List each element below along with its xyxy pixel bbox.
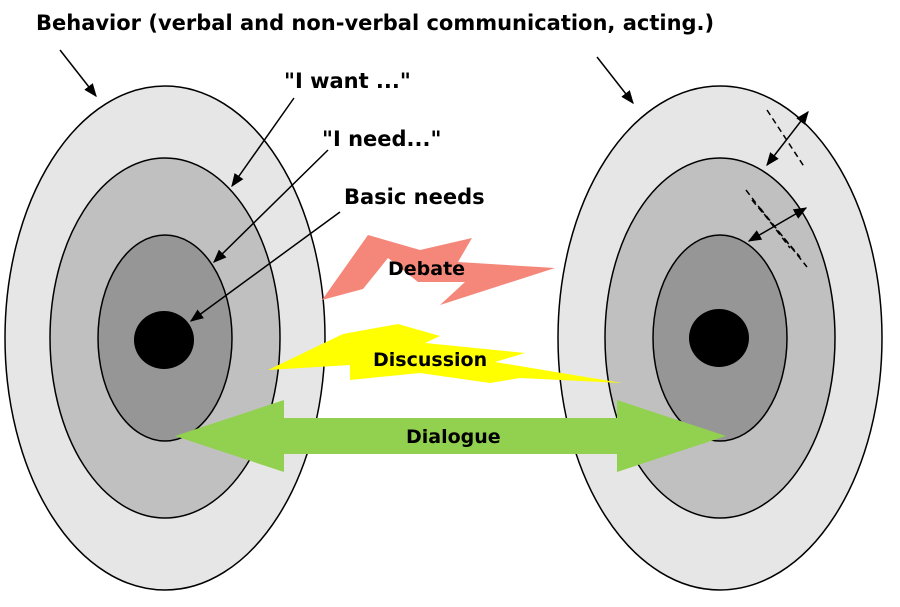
inner-gap-arrow	[747, 207, 808, 242]
dialogue-label: Dialogue	[406, 426, 501, 448]
discussion-label: Discussion	[373, 349, 487, 371]
want-pointer	[231, 97, 295, 188]
basic-needs-label: Basic needs	[344, 185, 485, 209]
dialogue-arrow	[175, 400, 726, 472]
debate-bolt	[322, 235, 555, 305]
right-layer-marks	[745, 109, 809, 268]
right-core	[689, 309, 749, 367]
want-label: "I want ..."	[284, 69, 411, 93]
need-label: "I need..."	[322, 127, 441, 151]
left-person	[4, 85, 326, 591]
behavior-label: Behavior (verbal and non-verbal communic…	[36, 11, 714, 35]
debate-label: Debate	[388, 258, 465, 280]
left-core	[134, 311, 194, 369]
right-person	[557, 85, 883, 591]
need-pointer	[213, 149, 329, 263]
discussion-bolt	[268, 324, 622, 383]
behavior-pointer-left	[59, 49, 97, 98]
basic-needs-pointer	[189, 211, 341, 322]
outer-gap-arrow	[766, 110, 809, 167]
behavior-pointer-right	[596, 56, 634, 105]
label-pointers	[59, 49, 634, 322]
